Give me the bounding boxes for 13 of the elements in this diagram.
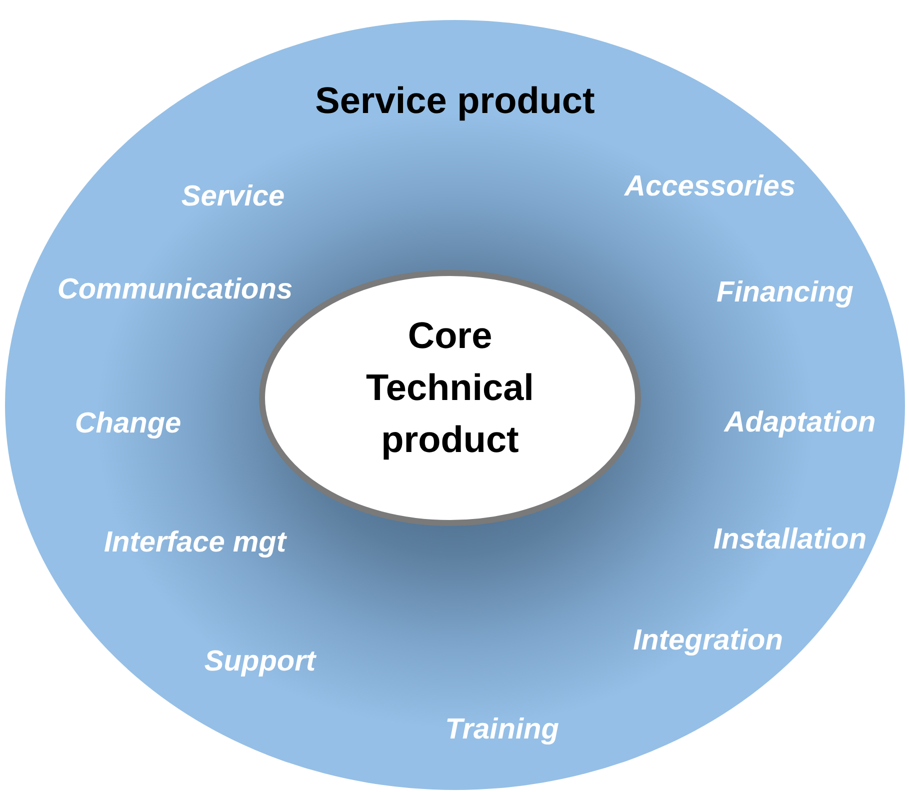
ring-item-label: Accessories [624, 170, 796, 204]
ring-item-label: Change [74, 408, 182, 440]
ring-item-label: Adaptation [724, 406, 876, 440]
ring-item-label: Integration [633, 624, 783, 658]
ring-item-label: Training [445, 714, 559, 746]
ring-title: Service product [314, 79, 596, 123]
ring-item-label: Interface mgt [104, 526, 286, 560]
ring-item-label: Service [181, 180, 285, 214]
ring-item-label: Installation [713, 524, 867, 556]
ring-item-label: Support [204, 646, 316, 678]
ring-item-label: Financing [716, 276, 854, 310]
ring-item-label: Communications [57, 274, 293, 306]
core-label: Core Technical product [365, 314, 535, 462]
